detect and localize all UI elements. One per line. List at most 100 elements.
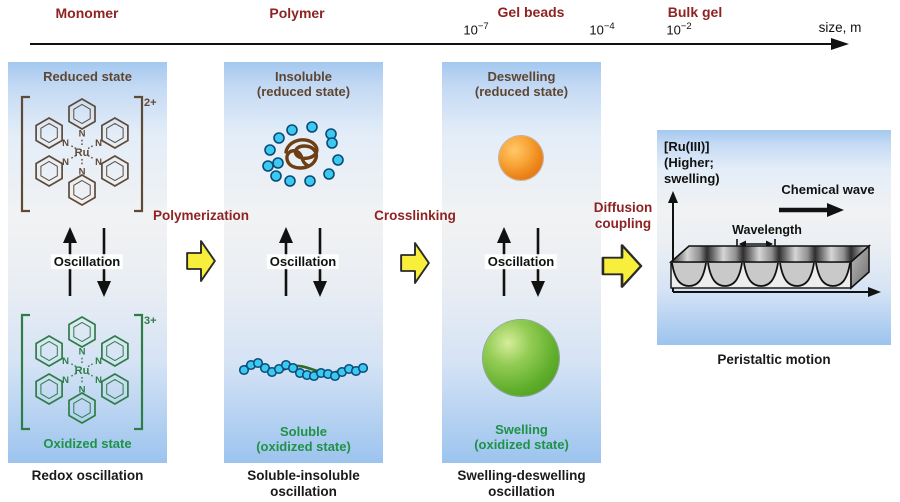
cyan-bead <box>287 362 299 374</box>
scale-tick-1e-4: 10−4 <box>589 21 615 38</box>
panel-caption-swelling-deswelling: Swelling-deswelling oscillation <box>457 468 586 499</box>
panel-gel-beads: Deswelling (reduced state) Oscillation S… <box>442 62 601 463</box>
gel-bead-swollen <box>483 320 559 396</box>
bpy-ring <box>35 373 63 405</box>
bpy-ring-inner <box>40 122 58 144</box>
oscillation-widget: Oscillation <box>476 226 566 298</box>
bpy-ring-inner <box>73 397 91 419</box>
yaxis-label: [Ru(III)] (Higher; swelling) <box>664 139 720 186</box>
cyan-dot <box>270 170 282 182</box>
gel-wave-scallop <box>743 262 779 287</box>
ru-n-bond <box>70 154 77 160</box>
process-arrow-icon-diffusion-coupling <box>601 244 643 288</box>
n-atom-label: N <box>95 356 102 367</box>
oscillation-widget: Oscillation <box>258 226 348 298</box>
state-label-deswelling: Deswelling (reduced state) <box>474 69 569 100</box>
panel-caption-redox: Redox oscillation <box>31 468 144 483</box>
cyan-dot <box>273 132 285 144</box>
metal-label: Ru <box>75 365 90 377</box>
bpy-ring-inner <box>73 103 91 125</box>
state-label-swelling: Swelling (oxidized state) <box>474 422 569 453</box>
cyan-bead <box>252 357 264 369</box>
state-label-oxidized: Oxidized state <box>43 436 132 451</box>
scale-tick-1e-2: 10−2 <box>666 21 692 38</box>
bpy-ring <box>101 117 129 149</box>
n-atom-label: N <box>79 129 86 140</box>
process-arrow-label-crosslinking: Crosslinking <box>374 208 456 223</box>
bpy-ring <box>68 174 96 206</box>
ru-n-bond <box>70 372 77 378</box>
wavelength-label: Wavelength <box>732 223 802 237</box>
polymer-coil <box>284 138 319 170</box>
scale-category-gel-beads: Gel beads <box>497 4 565 20</box>
cyan-dot <box>286 124 298 136</box>
bpy-ring-inner <box>106 340 124 362</box>
n-atom-label: N <box>79 167 86 178</box>
scale-category-polymer: Polymer <box>269 5 325 21</box>
bpy-ring <box>101 373 129 405</box>
process-arrow-label-diffusion-coupling: Diffusion coupling <box>593 200 653 231</box>
ru-n-bond <box>70 362 77 368</box>
cyan-dot <box>323 168 335 180</box>
scale-category-monomer: Monomer <box>55 5 119 21</box>
n-atom-label: N <box>62 138 69 149</box>
gel-bead-deswollen <box>499 136 543 180</box>
n-atom-label: N <box>62 157 69 168</box>
bpy-ring-inner <box>106 378 124 400</box>
cyan-dot <box>262 160 274 172</box>
bpy-ring-inner <box>40 378 58 400</box>
state-label-reduced: Reduced state <box>43 69 132 84</box>
cyan-dot <box>284 175 296 187</box>
oscillation-widget: Oscillation <box>42 226 132 298</box>
bpy-ring-inner <box>73 321 91 343</box>
bpy-ring-inner <box>73 179 91 201</box>
bpy-ring-inner <box>106 160 124 182</box>
cyan-dot <box>304 175 316 187</box>
chemical-wave-arrow <box>779 203 844 217</box>
oscillation-label: Oscillation <box>484 254 558 270</box>
ru-n-bond <box>87 144 94 150</box>
charge-label: 2+ <box>144 97 157 109</box>
oscillation-label: Oscillation <box>266 254 340 270</box>
bpy-ring <box>68 316 96 348</box>
gel-wave-scallop <box>671 262 707 287</box>
gel-wave-scallop <box>815 262 851 287</box>
panel-caption-soluble-insoluble: Soluble-insoluble oscillation <box>247 468 360 499</box>
panel-polymer: Insoluble (reduced state) Oscillation So… <box>224 62 383 463</box>
slab-top-face <box>668 245 872 263</box>
process-arrow-icon-crosslinking <box>400 242 430 284</box>
n-atom-label: N <box>95 138 102 149</box>
bpy-ring <box>68 392 96 424</box>
state-label-insoluble: Insoluble (reduced state) <box>256 69 351 100</box>
bpy-ring <box>35 155 63 187</box>
ru-n-bond <box>87 372 94 378</box>
process-arrow-label-polymerization: Polymerization <box>152 208 250 223</box>
scale-arrow <box>30 38 849 50</box>
charge-label: 3+ <box>144 315 157 327</box>
oscillation-label: Oscillation <box>50 254 124 270</box>
cyan-dot <box>306 121 318 133</box>
n-atom-label: N <box>95 157 102 168</box>
state-label-soluble: Soluble (oxidized state) <box>256 424 351 455</box>
gel-wave-scallop <box>707 262 743 287</box>
panel-caption-peristaltic: Peristaltic motion <box>717 352 831 367</box>
polymer-coil-aggregate <box>262 121 344 187</box>
n-atom-label: N <box>79 347 86 358</box>
metal-label: Ru <box>75 147 90 159</box>
cyan-dot <box>264 144 276 156</box>
n-atom-label: N <box>79 385 86 396</box>
scale-category-bulk-gel: Bulk gel <box>667 4 723 20</box>
gel-wave-scallop <box>779 262 815 287</box>
cyan-dot <box>332 154 344 166</box>
bpy-ring <box>35 335 63 367</box>
cyan-dot <box>326 137 338 149</box>
bpy-ring <box>68 98 96 130</box>
bpy-ring-inner <box>106 122 124 144</box>
cyan-bead <box>238 364 250 376</box>
slab-side-face <box>850 244 870 290</box>
n-atom-label: N <box>62 356 69 367</box>
